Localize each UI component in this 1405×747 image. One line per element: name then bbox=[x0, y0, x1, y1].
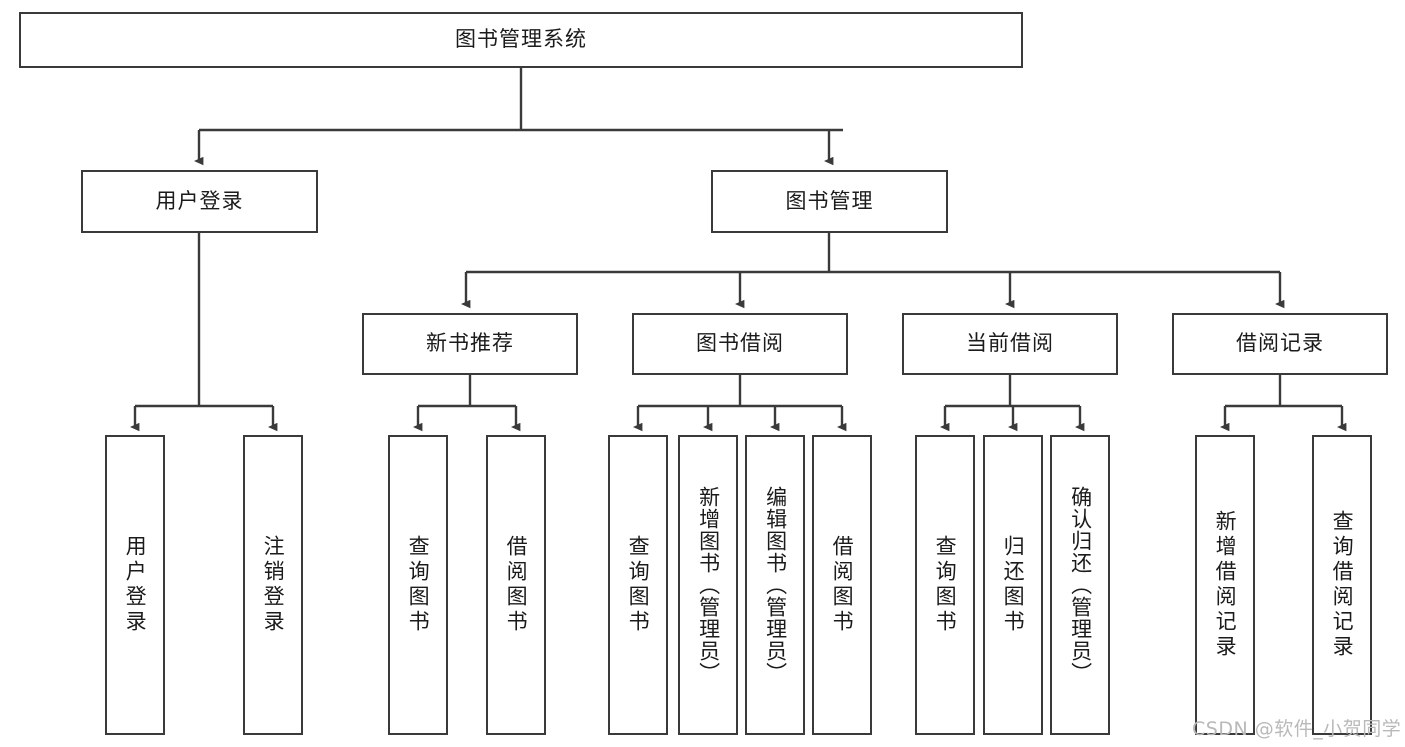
node-label-current-borrow: 当前借阅 bbox=[966, 331, 1054, 356]
edge-root-trunk bbox=[199, 68, 843, 132]
node-label-leaf-add-record: 新增借阅记录 bbox=[1213, 510, 1238, 660]
edge-user-login-bus bbox=[135, 233, 273, 408]
node-label-root: 图书管理系统 bbox=[455, 27, 587, 52]
node-label-leaf-add-book: 新增图书（管理员） bbox=[696, 486, 721, 684]
node-leaf-borrow-book-1[interactable]: 借阅图书 bbox=[486, 435, 546, 735]
node-leaf-add-record[interactable]: 新增借阅记录 bbox=[1195, 435, 1255, 735]
node-leaf-query-record[interactable]: 查询借阅记录 bbox=[1312, 435, 1372, 735]
node-label-user-login: 用户登录 bbox=[155, 188, 244, 213]
node-leaf-confirm-return[interactable]: 确认归还（管理员） bbox=[1050, 435, 1110, 735]
node-new-book-recommend[interactable]: 新书推荐 bbox=[362, 313, 578, 375]
edge-new-book-bus bbox=[418, 375, 516, 408]
node-label-leaf-query-book-2: 查询图书 bbox=[626, 535, 651, 635]
node-leaf-query-book-2[interactable]: 查询图书 bbox=[608, 435, 668, 735]
node-leaf-borrow-book-2[interactable]: 借阅图书 bbox=[812, 435, 872, 735]
edge-borrow-record-bus bbox=[1225, 375, 1342, 408]
node-label-leaf-borrow-book-2: 借阅图书 bbox=[830, 535, 855, 635]
node-current-borrow[interactable]: 当前借阅 bbox=[902, 313, 1118, 375]
node-leaf-edit-book[interactable]: 编辑图书（管理员） bbox=[745, 435, 805, 735]
node-book-manage[interactable]: 图书管理 bbox=[711, 170, 948, 233]
node-leaf-logout-login[interactable]: 注销登录 bbox=[243, 435, 303, 735]
node-label-leaf-query-book-3: 查询图书 bbox=[933, 535, 958, 635]
node-leaf-user-login[interactable]: 用户登录 bbox=[105, 435, 165, 735]
node-label-leaf-confirm-return: 确认归还（管理员） bbox=[1068, 486, 1093, 684]
node-root[interactable]: 图书管理系统 bbox=[19, 12, 1023, 68]
node-label-book-borrow: 图书借阅 bbox=[696, 331, 784, 356]
edge-current-borrow-bus bbox=[945, 375, 1080, 408]
node-user-login[interactable]: 用户登录 bbox=[81, 170, 318, 233]
csdn-watermark: CSDN @软件_小贺同学 bbox=[1192, 718, 1402, 740]
node-label-leaf-user-login: 用户登录 bbox=[123, 535, 148, 635]
node-book-borrow[interactable]: 图书借阅 bbox=[632, 313, 848, 375]
node-label-book-manage: 图书管理 bbox=[785, 188, 874, 213]
node-leaf-query-book-3[interactable]: 查询图书 bbox=[915, 435, 975, 735]
node-label-leaf-query-record: 查询借阅记录 bbox=[1330, 510, 1355, 660]
node-leaf-add-book[interactable]: 新增图书（管理员） bbox=[678, 435, 738, 735]
edge-book-manage-bus bbox=[466, 233, 1280, 274]
node-label-leaf-query-book-1: 查询图书 bbox=[406, 535, 431, 635]
node-label-leaf-edit-book: 编辑图书（管理员） bbox=[763, 486, 788, 684]
node-label-new-book-recommend: 新书推荐 bbox=[426, 331, 514, 356]
node-label-leaf-logout-login: 注销登录 bbox=[261, 535, 286, 635]
node-leaf-query-book-1[interactable]: 查询图书 bbox=[388, 435, 448, 735]
node-leaf-return-book[interactable]: 归还图书 bbox=[983, 435, 1043, 735]
node-label-leaf-borrow-book-1: 借阅图书 bbox=[504, 535, 529, 635]
node-borrow-record[interactable]: 借阅记录 bbox=[1172, 313, 1388, 375]
node-label-leaf-return-book: 归还图书 bbox=[1001, 535, 1026, 635]
edge-book-borrow-bus bbox=[638, 375, 842, 408]
node-label-borrow-record: 借阅记录 bbox=[1236, 331, 1324, 356]
